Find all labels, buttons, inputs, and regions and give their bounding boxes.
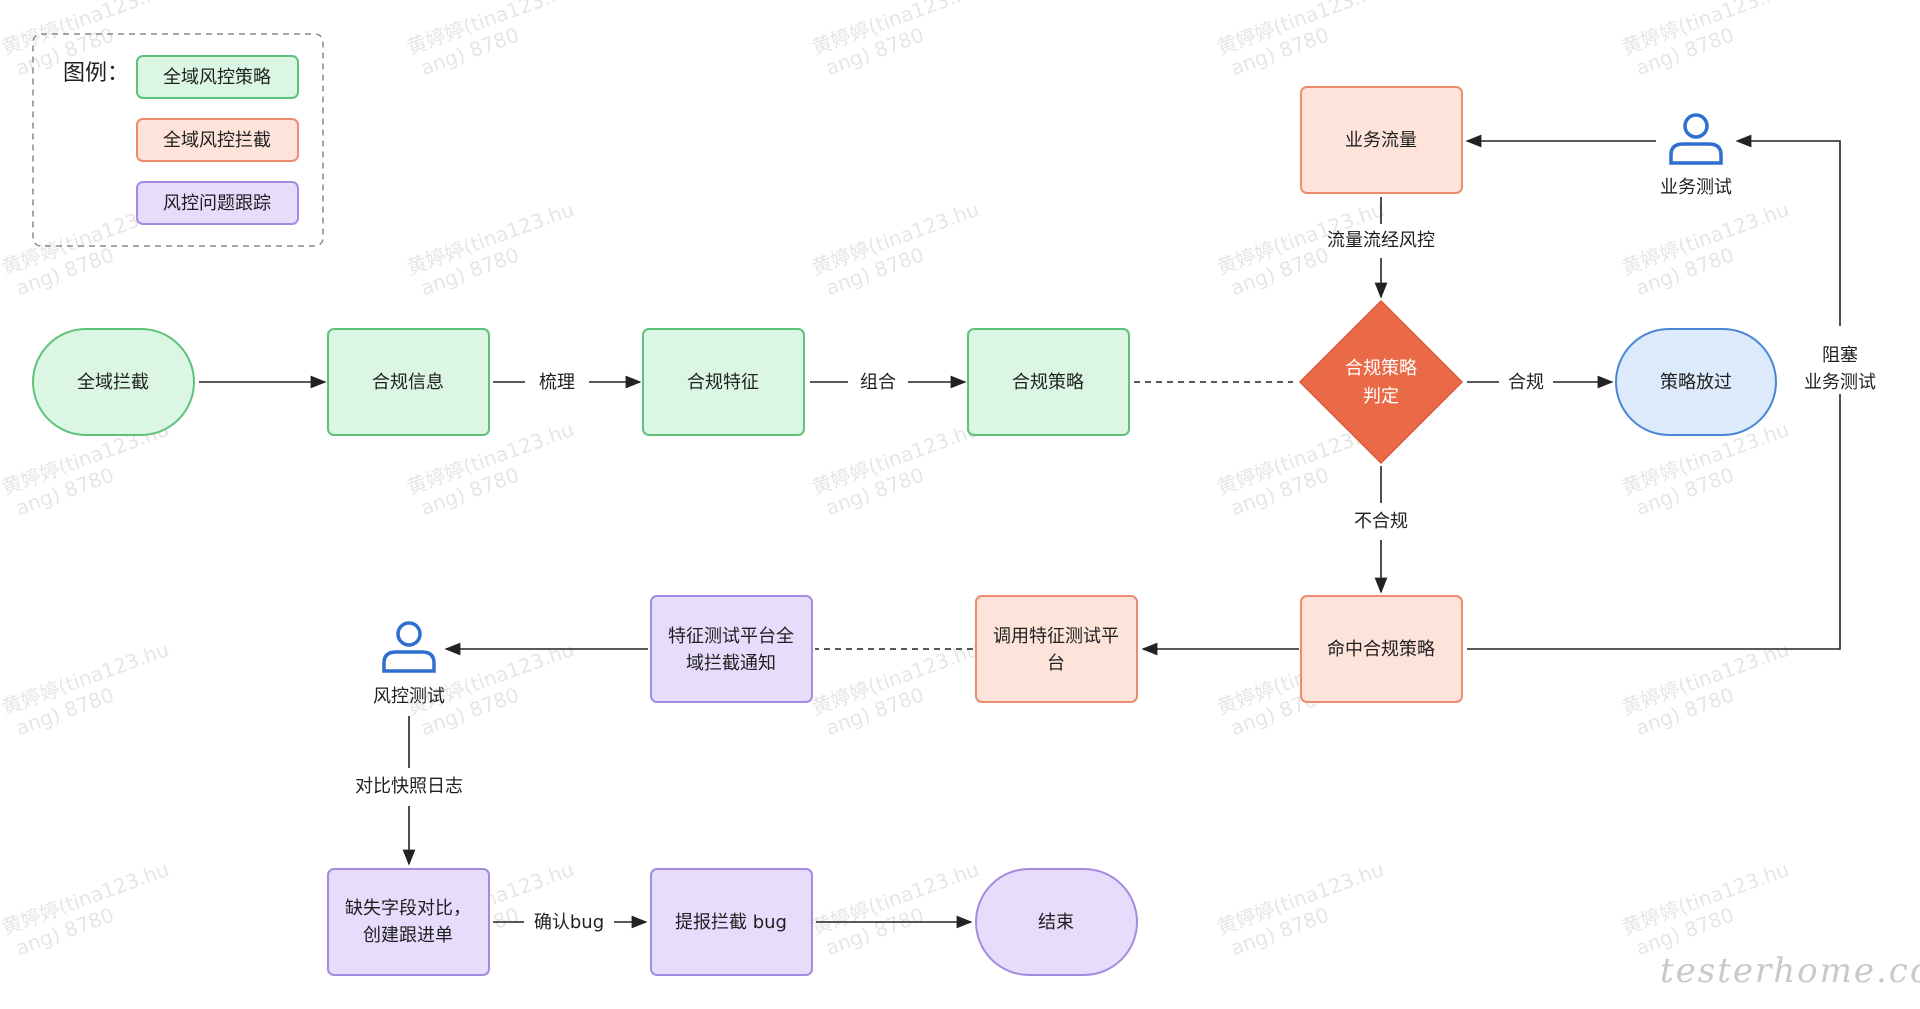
- person-business-test: 业务测试: [1660, 113, 1732, 198]
- label-block-line1: 阻塞: [1822, 345, 1858, 366]
- node-invoke-platform-line2: 台: [1047, 653, 1065, 674]
- node-compliance-feature-label: 合规特征: [687, 372, 759, 393]
- node-notify-line2: 域拦截通知: [686, 653, 776, 674]
- node-decision: 合规策略 判定: [1298, 299, 1464, 465]
- edge-block-to-person: [1735, 134, 1841, 326]
- node-business-traffic: 业务流量: [1300, 86, 1463, 194]
- node-release-label: 策略放过: [1660, 372, 1732, 393]
- edge-hit-to-block: [1467, 394, 1841, 650]
- person-risk-test: 风控测试: [373, 621, 445, 707]
- node-compliance-strategy-label: 合规策略: [1012, 372, 1084, 393]
- node-decision-line1: 合规策略: [1345, 358, 1417, 379]
- node-decision-line2: 判定: [1363, 386, 1399, 407]
- edge-labels: 梳理 组合 流量流经风控 合规 不合规 阻塞 业务测试 对比快照日志 确认bug: [355, 230, 1876, 933]
- person-risk-test-label: 风控测试: [373, 686, 445, 707]
- node-compare-line1: 缺失字段对比，: [345, 898, 471, 919]
- label-noncompliant: 不合规: [1354, 511, 1408, 532]
- node-business-traffic-label: 业务流量: [1345, 130, 1417, 151]
- label-compare-log: 对比快照日志: [355, 776, 463, 797]
- user-icon: [1669, 113, 1723, 165]
- node-notify: 特征测试平台全 域拦截通知: [650, 595, 813, 703]
- node-end-label: 结束: [1038, 912, 1074, 933]
- node-end: 结束: [975, 868, 1138, 976]
- node-compliance-strategy: 合规策略: [967, 328, 1130, 436]
- legend-title: 图例：: [63, 61, 129, 86]
- node-notify-line1: 特征测试平台全: [668, 626, 794, 647]
- node-start: 全域拦截: [32, 328, 195, 436]
- node-report-bug: 提报拦截 bug: [650, 868, 813, 976]
- node-report-bug-label: 提报拦截 bug: [675, 912, 787, 933]
- node-compliance-feature: 合规特征: [642, 328, 805, 436]
- node-hit-strategy: 命中合规策略: [1300, 595, 1463, 703]
- node-compare-line2: 创建跟进单: [363, 925, 453, 946]
- person-business-test-label: 业务测试: [1660, 177, 1732, 198]
- node-compliance-info-label: 合规信息: [372, 372, 444, 393]
- legend-swatch-orange: [136, 118, 299, 162]
- label-sort: 梳理: [539, 372, 575, 393]
- label-block-line2: 业务测试: [1804, 372, 1876, 393]
- node-release: 策略放过: [1615, 328, 1777, 436]
- legend-label-tracking: 风控问题跟踪: [163, 193, 271, 214]
- label-traffic-through: 流量流经风控: [1327, 230, 1435, 251]
- legend-label-strategy: 全域风控策略: [163, 67, 271, 88]
- legend-label-intercept: 全域风控拦截: [163, 130, 271, 151]
- label-combine: 组合: [860, 372, 896, 393]
- node-invoke-platform: 调用特征测试平 台: [975, 595, 1138, 703]
- label-compliant: 合规: [1508, 372, 1544, 393]
- user-icon: [382, 621, 436, 673]
- label-confirm-bug: 确认bug: [534, 912, 604, 933]
- legend-swatch-green: [136, 55, 299, 99]
- node-compare: 缺失字段对比， 创建跟进单: [327, 868, 490, 976]
- connectors: [199, 134, 1841, 929]
- node-invoke-platform-line1: 调用特征测试平: [993, 626, 1119, 647]
- node-hit-strategy-label: 命中合规策略: [1327, 639, 1435, 660]
- node-compliance-info: 合规信息: [327, 328, 490, 436]
- legend-swatch-purple: [136, 181, 299, 225]
- node-start-label: 全域拦截: [77, 372, 149, 393]
- legend-frame: [32, 33, 324, 247]
- brand-watermark: testerhome.com: [1660, 951, 1920, 991]
- legend: 图例： 全域风控策略 全域风控拦截 风控问题跟踪: [32, 33, 324, 247]
